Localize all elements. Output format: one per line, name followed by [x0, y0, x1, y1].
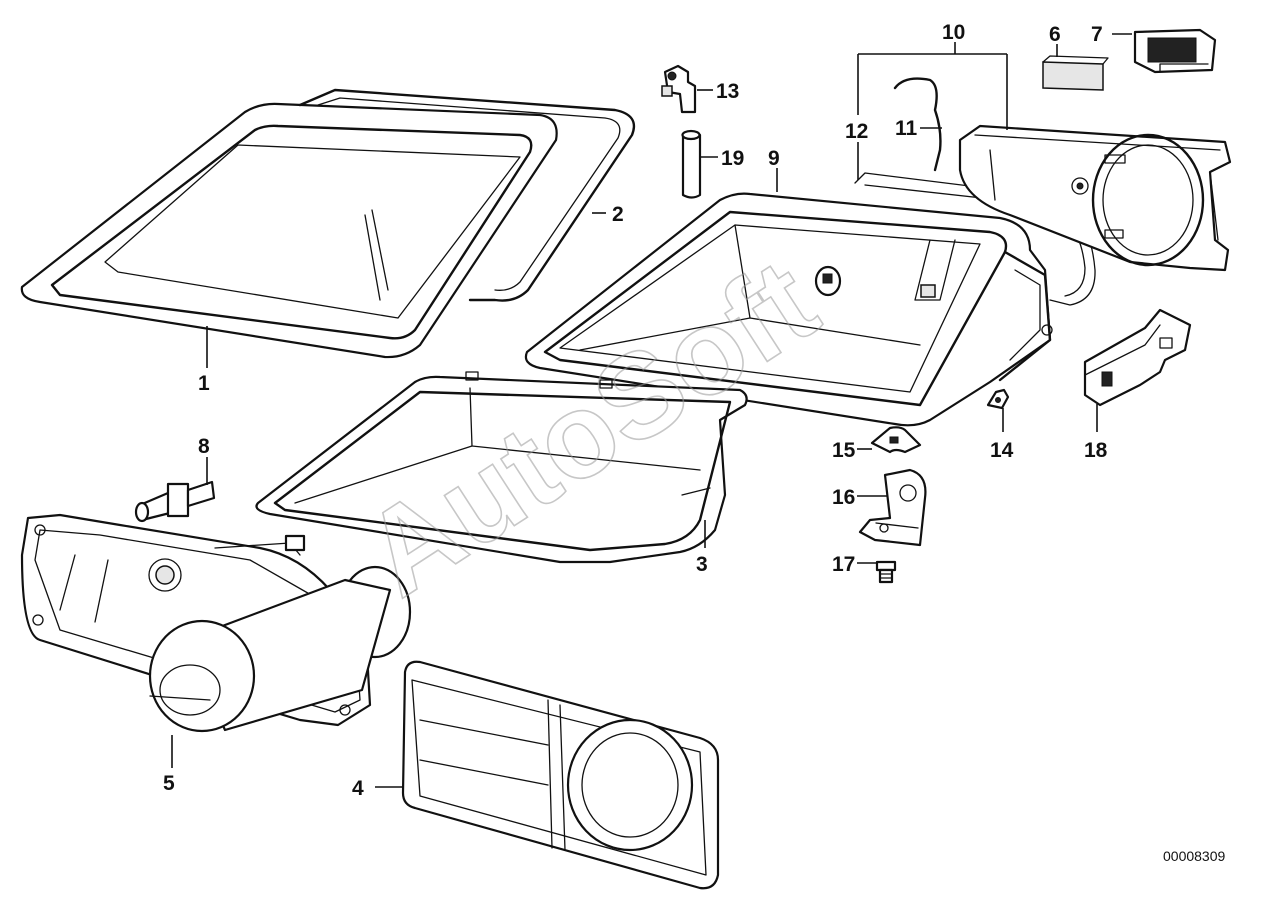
callout-15: 15: [832, 439, 856, 462]
callout-12: 12: [845, 120, 868, 143]
part-11-wire-clip[interactable]: [893, 77, 942, 172]
callout-19: 19: [721, 147, 744, 170]
callout-8: 8: [198, 435, 210, 458]
part-8-bulb[interactable]: [134, 480, 216, 523]
callout-14: 14: [990, 439, 1014, 462]
part-15-spring-clip[interactable]: [870, 426, 922, 454]
callout-9: 9: [768, 147, 780, 170]
callout-5: 5: [163, 772, 175, 795]
leader-lines: [171, 33, 1132, 788]
callout-4: 4: [352, 777, 364, 800]
callout-6: 6: [1049, 23, 1061, 46]
callout-13: 13: [716, 80, 739, 103]
part-6-block[interactable]: [1042, 55, 1109, 91]
callout-16: 16: [832, 486, 855, 509]
callout-7: 7: [1091, 23, 1103, 46]
part-14-clip[interactable]: [986, 388, 1010, 410]
callout-18: 18: [1084, 439, 1108, 462]
part-4-trim-panel[interactable]: [401, 660, 720, 890]
part-3-shroud[interactable]: [255, 371, 748, 564]
part-10-rear-housing[interactable]: [958, 124, 1232, 272]
part-18-mounting-bracket[interactable]: [1083, 308, 1192, 407]
part-17-screw[interactable]: [875, 560, 897, 584]
part-19-tube[interactable]: [681, 129, 702, 199]
part-1-headlight-lens[interactable]: [20, 102, 558, 359]
part-16-bracket[interactable]: [858, 468, 927, 547]
diagram-id: 00008309: [1163, 848, 1226, 864]
part-5-headlight-unit[interactable]: [20, 513, 412, 733]
callout-11: 11: [895, 117, 918, 140]
part-13-bulb-socket[interactable]: [661, 64, 697, 114]
callout-1: 1: [198, 372, 210, 395]
part-9-headlight-housing[interactable]: [524, 192, 1053, 427]
callout-17: 17: [832, 553, 855, 576]
callout-3: 3: [696, 553, 708, 576]
part-7-connector[interactable]: [1133, 28, 1217, 74]
callout-2: 2: [612, 203, 624, 226]
part-2-lens-gasket[interactable]: [298, 88, 636, 302]
callout-10: 10: [942, 21, 965, 44]
callout-labels: 1 2 3 4 5 6 7 8 9 10 11 12 13 14 15 16 1…: [163, 21, 1108, 800]
